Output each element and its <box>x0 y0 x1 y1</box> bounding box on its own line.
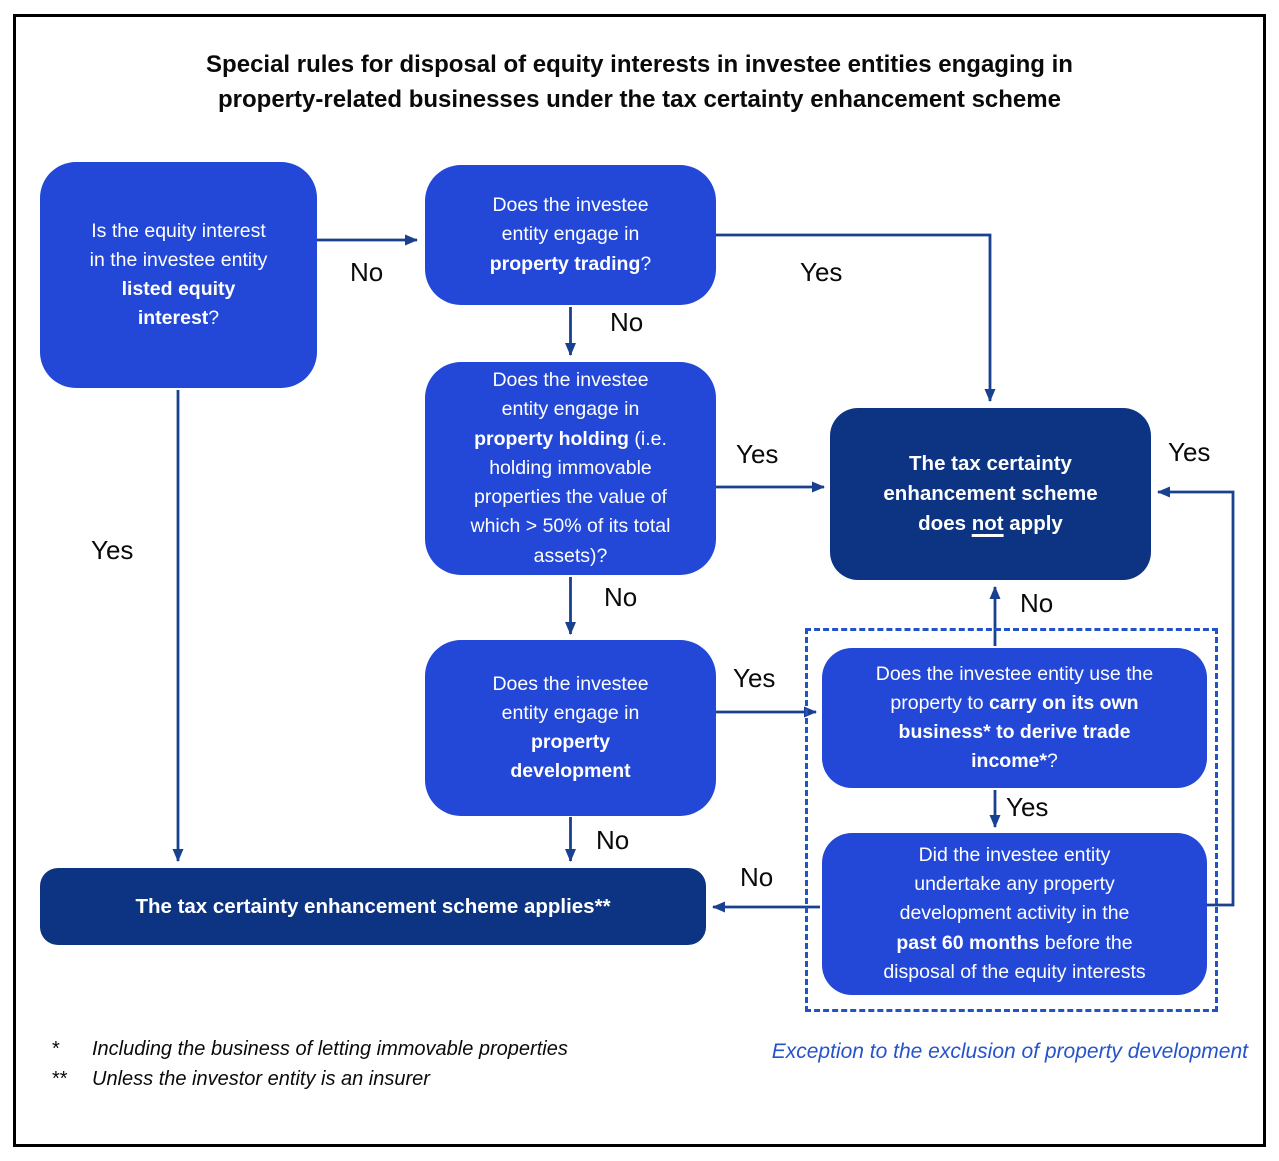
edge-label-own-business-yes: Yes <box>1006 792 1049 822</box>
footnote-marker: ** <box>52 1068 68 1090</box>
node-own-business-question: Does the investee entity use the propert… <box>822 648 1207 788</box>
exception-dashed-box <box>805 628 1218 1012</box>
node-text: Does the investee entity engage in prope… <box>489 194 652 275</box>
edge-label-sixty-months-yes: Yes <box>1168 437 1211 467</box>
edge-label-development-no: No <box>596 825 630 855</box>
edge-label-development-yes: Yes <box>733 663 776 693</box>
edge-label-sixty-months-no: No <box>740 862 774 892</box>
footnote-text: Unless the investor entity is an insurer <box>92 1068 430 1090</box>
footnote-marker: * <box>52 1038 60 1060</box>
node-property-holding-question: Does the investee entity engage in prope… <box>425 362 716 575</box>
footnote-text: Including the business of letting immova… <box>92 1038 568 1060</box>
node-scheme-not-apply: The tax certainty enhancement scheme doe… <box>830 408 1151 580</box>
outer-border <box>13 14 1266 1147</box>
edge-label-listed-yes: Yes <box>91 535 134 565</box>
node-text: Does the investee entity engage in prope… <box>470 369 671 567</box>
edge-label-holding-no: No <box>604 582 638 612</box>
diagram-title: Special rules for disposal of equity int… <box>206 51 1073 113</box>
edge-label-holding-yes: Yes <box>736 439 779 469</box>
footnotes: * Including the business of letting immo… <box>52 1038 568 1091</box>
exception-caption: Exception to the exclusion of property d… <box>771 1040 1248 1063</box>
node-text: The tax certainty enhancement scheme doe… <box>883 452 1098 535</box>
node-text: Did the investee entity undertake any pr… <box>883 843 1146 983</box>
node-property-development-question: Does the investee entity engage in prope… <box>425 640 716 816</box>
node-sixty-months-question: Did the investee entity undertake any pr… <box>822 833 1207 995</box>
edge-label-own-business-no: No <box>1020 588 1054 618</box>
node-property-trading-question: Does the investee entity engage in prope… <box>425 165 716 305</box>
node-text: Does the investee entity engage in prope… <box>492 672 649 783</box>
node-text: Is the equity interest in the investee e… <box>89 219 268 330</box>
edge-label-trading-no: No <box>610 307 644 337</box>
node-listed-equity-question: Is the equity interest in the investee e… <box>40 162 317 388</box>
node-text: Does the investee entity use the propert… <box>875 662 1154 773</box>
node-text: The tax certainty enhancement scheme app… <box>135 894 611 918</box>
node-scheme-applies: The tax certainty enhancement scheme app… <box>40 868 706 945</box>
edge-label-trading-yes: Yes <box>800 257 843 287</box>
edge-label-listed-no: No <box>350 257 384 287</box>
